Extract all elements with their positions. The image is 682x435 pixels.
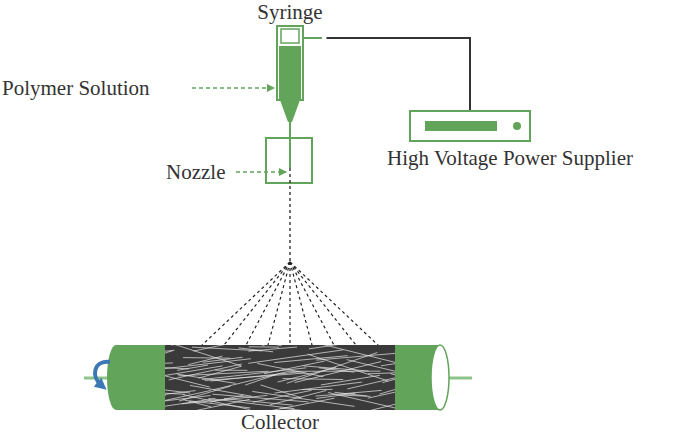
needle — [289, 128, 291, 168]
fiber — [347, 375, 395, 389]
fiber — [165, 391, 196, 398]
display-bar — [425, 121, 497, 131]
fiber — [274, 356, 347, 363]
fiber — [195, 345, 264, 346]
fiber — [390, 374, 395, 382]
fiber — [165, 395, 211, 404]
power-box — [410, 111, 530, 141]
power-supply: High Voltage Power Supplier — [342, 110, 678, 174]
fiber — [319, 345, 395, 363]
cone-line — [289, 262, 290, 347]
fiber — [283, 378, 344, 380]
fiber — [169, 364, 242, 380]
fiber — [275, 382, 362, 393]
collector: Collector — [76, 336, 484, 435]
fiber — [335, 392, 368, 396]
fiber — [315, 390, 381, 396]
rotation-arrow — [95, 362, 110, 386]
node-label: Collector — [76, 410, 484, 434]
drum-end — [431, 345, 449, 410]
fiber — [261, 385, 302, 398]
fiber — [257, 363, 323, 376]
wire-connector — [327, 38, 471, 110]
leader-arrow — [236, 171, 286, 173]
node-label: High Voltage Power Supplier — [342, 146, 678, 170]
fiber — [192, 347, 262, 351]
knob — [513, 122, 521, 130]
fiber — [245, 374, 276, 385]
fiber — [165, 345, 173, 348]
syringe: Syringe — [254, 0, 327, 130]
plunger — [281, 29, 299, 43]
fiber — [265, 398, 334, 410]
fiber — [303, 366, 368, 371]
fiber — [165, 396, 166, 399]
fiber — [165, 350, 174, 377]
fiber — [189, 401, 250, 408]
cone-line — [290, 262, 358, 347]
fiber-cone — [200, 262, 380, 347]
fiber — [177, 365, 208, 370]
fiber — [215, 370, 247, 371]
fiber — [177, 374, 236, 383]
cone-line — [268, 262, 291, 347]
needle — [289, 120, 291, 130]
wire — [303, 37, 322, 39]
fiber — [249, 346, 279, 347]
fiber — [225, 345, 281, 346]
axle — [446, 377, 472, 380]
fiber-mesh — [165, 345, 395, 410]
cone-line — [290, 262, 380, 347]
cone-line — [223, 262, 291, 347]
fiber — [165, 363, 173, 367]
fiber — [188, 356, 222, 365]
fiber — [382, 366, 395, 382]
fiber — [165, 381, 190, 393]
polymer-solution — [279, 46, 301, 99]
fiber — [379, 377, 395, 394]
fiber — [280, 408, 385, 410]
syringe-barrel — [277, 26, 303, 100]
nozzle-box — [266, 138, 312, 183]
part-label: Nozzle — [166, 160, 225, 184]
cone-line — [200, 262, 290, 347]
node-label: Syringe — [254, 0, 327, 24]
drum-body — [116, 345, 440, 410]
cone-line — [245, 262, 290, 347]
syringe-tip — [280, 100, 300, 122]
leader-arrow — [192, 87, 274, 89]
fiber — [180, 399, 250, 410]
jet-line — [289, 168, 290, 262]
fiber — [179, 386, 231, 401]
fiber — [355, 400, 395, 410]
fiber — [183, 357, 230, 359]
cone-line — [290, 262, 313, 347]
part-label: Polymer Solution — [2, 76, 150, 100]
cone-line — [290, 262, 335, 347]
fiber — [165, 359, 251, 371]
